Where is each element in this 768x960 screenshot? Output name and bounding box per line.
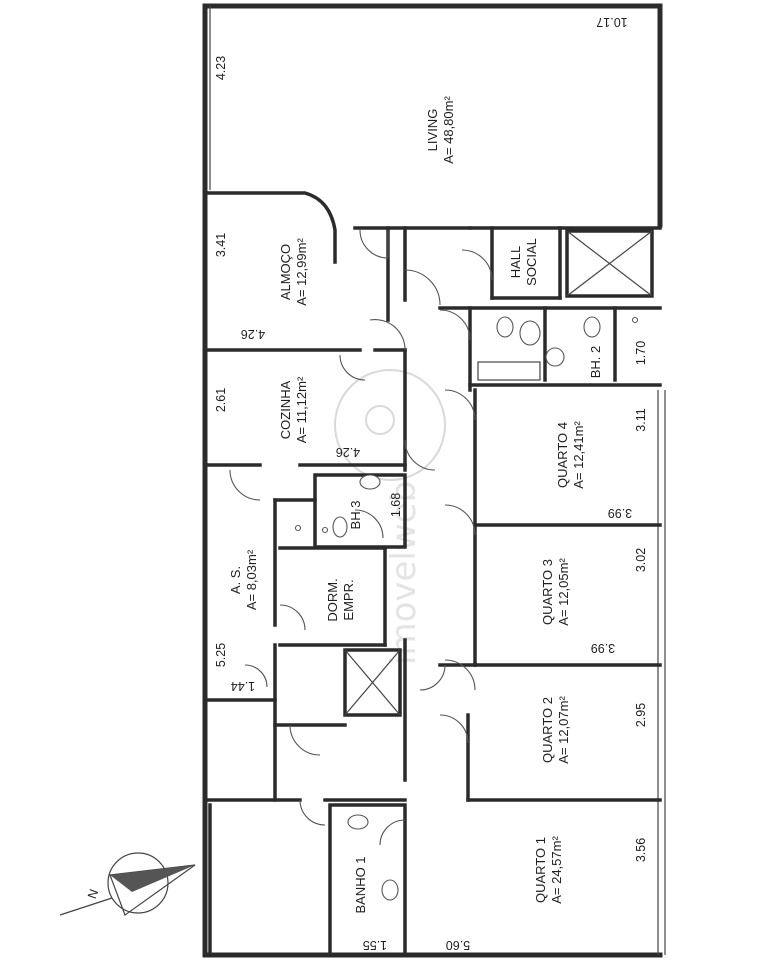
north-arrow-icon: N bbox=[59, 852, 196, 916]
dim-q1-width: 5.60 bbox=[446, 938, 470, 952]
dim-q1-depth: 3.56 bbox=[634, 838, 648, 862]
banho1-name: BANHO 1 bbox=[353, 856, 368, 913]
dim-almoco-depth: 3.41 bbox=[214, 233, 228, 257]
room-label-quarto2: QUARTO 2 A= 12,07m² bbox=[540, 696, 571, 764]
dorm-name: DORM. bbox=[325, 578, 340, 621]
dim-q4-width: 3.99 bbox=[608, 506, 632, 520]
dorm-name2: EMPR. bbox=[341, 579, 356, 620]
dim-q3-depth: 3.02 bbox=[634, 548, 648, 572]
room-label-banho1: BANHO 1 bbox=[353, 856, 368, 913]
bathroom-fixtures bbox=[294, 316, 639, 901]
quarto2-area: A= 12,07m² bbox=[556, 696, 571, 764]
quarto2-name: QUARTO 2 bbox=[540, 697, 555, 763]
dim-banho-1-55: 1.55 bbox=[363, 938, 387, 952]
as-name: A. S. bbox=[228, 566, 243, 594]
dim-living-width: 10.17 bbox=[596, 15, 627, 29]
room-label-bh3: BH 3 bbox=[348, 501, 363, 530]
bh3-name: BH 3 bbox=[348, 501, 363, 530]
dim-q2-depth: 2.95 bbox=[634, 703, 648, 727]
cozinha-area: A= 11,12m² bbox=[294, 376, 309, 443]
room-label-hall: HALL SOCIAL bbox=[508, 238, 539, 286]
hall-name2: SOCIAL bbox=[524, 238, 539, 286]
almoco-area: A= 12,99m² bbox=[294, 238, 309, 306]
quarto4-name: QUARTO 4 bbox=[555, 422, 570, 488]
dim-living-depth: 4.23 bbox=[214, 56, 228, 80]
cozinha-name: COZINHA bbox=[278, 380, 293, 439]
hall-name: HALL bbox=[508, 246, 523, 279]
room-label-almoco: ALMOÇO A= 12,99m² bbox=[278, 238, 309, 306]
quarto3-name: QUARTO 3 bbox=[540, 559, 555, 625]
dim-q4-depth: 3.11 bbox=[634, 408, 648, 431]
quarto1-area: A= 24,57m² bbox=[549, 836, 564, 904]
room-label-as: A. S. A= 8,03m² bbox=[228, 549, 259, 610]
dim-q3-width: 3.99 bbox=[591, 641, 615, 655]
as-area: A= 8,03m² bbox=[244, 549, 259, 610]
quarto1-name: QUARTO 1 bbox=[533, 837, 548, 903]
interior-walls bbox=[203, 191, 662, 957]
dim-small-1-44: 1.44 bbox=[231, 679, 255, 693]
almoco-name: ALMOÇO bbox=[278, 244, 293, 300]
dim-cozinha-width: 4.26 bbox=[336, 445, 360, 459]
room-label-quarto3: QUARTO 3 A= 12,05m² bbox=[540, 558, 571, 626]
dim-bh2-1-70: 1.70 bbox=[634, 341, 648, 365]
room-label-quarto4: QUARTO 4 A= 12,41m² bbox=[555, 421, 586, 489]
living-area: A= 48,80m² bbox=[441, 96, 456, 164]
dim-cozinha-depth: 2.61 bbox=[214, 388, 228, 412]
doors bbox=[229, 229, 493, 846]
dim-as-depth: 5.25 bbox=[214, 643, 228, 667]
dim-bh3-1-68: 1.68 bbox=[389, 493, 403, 517]
room-label-dorm: DORM. EMPR. bbox=[325, 578, 356, 621]
quarto3-area: A= 12,05m² bbox=[556, 558, 571, 626]
dimension-labels: 10.17 4.23 3.41 4.26 2.61 4.26 5.25 1.44… bbox=[214, 15, 648, 952]
dim-almoco-width: 4.26 bbox=[241, 327, 265, 341]
room-label-cozinha: COZINHA A= 11,12m² bbox=[278, 376, 309, 443]
room-label-living: LIVING A= 48,80m² bbox=[425, 96, 456, 164]
room-label-bh2: BH. 2 bbox=[588, 346, 603, 379]
room-label-quarto1: QUARTO 1 A= 24,57m² bbox=[533, 836, 564, 904]
living-name: LIVING bbox=[425, 109, 440, 152]
bh2-name: BH. 2 bbox=[588, 346, 603, 379]
quarto4-area: A= 12,41m² bbox=[571, 421, 586, 489]
exterior-walls bbox=[202, 3, 666, 958]
svg-text:N: N bbox=[85, 887, 101, 900]
